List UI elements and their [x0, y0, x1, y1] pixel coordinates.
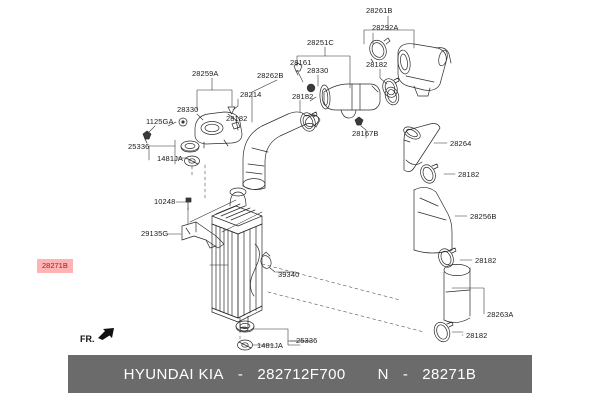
- callout-28182-right-lower: 28182: [466, 331, 488, 340]
- callout-28182-top-right: 28182: [366, 60, 388, 69]
- callout-28161: 28161: [290, 58, 312, 67]
- clamp-28182-mid-upper-ring: [300, 111, 318, 132]
- callout-29135g: 29135G: [141, 229, 169, 238]
- sensor-39340: [260, 251, 297, 273]
- callout-1481ja-upper: 1481JA: [157, 154, 184, 163]
- callout-28167b: 28167B: [352, 129, 379, 138]
- callout-28263a: 28263A: [487, 310, 514, 319]
- hose-28256b: [413, 187, 453, 254]
- leader-lines-28251c: [296, 46, 367, 139]
- leader-lines-right: [433, 142, 485, 336]
- front-direction-label: FR.: [80, 334, 95, 344]
- callout-1481ja-lower: 1481JA: [257, 341, 284, 350]
- banner-ref-separator: -: [402, 365, 409, 383]
- clamp-28182-right-of-hose: [384, 86, 400, 106]
- banner-brand: HYUNDAI KIA: [123, 365, 224, 383]
- stud-28330-lower: [178, 117, 188, 127]
- bolt-28161: [293, 62, 303, 76]
- callout-28330-lower: 28330: [177, 105, 199, 114]
- pipe-28264: [403, 123, 441, 172]
- pipe-28263a: [443, 264, 471, 323]
- callout-28256b: 28256B: [470, 212, 497, 221]
- callout-28251c: 28251C: [307, 38, 334, 47]
- clamp-28182-top-right: [382, 77, 400, 98]
- callout-28182-mid-upper: 28182: [292, 92, 314, 101]
- callout-28262b: 28262B: [257, 71, 284, 80]
- hose-28251c: [319, 83, 381, 119]
- callout-25336-upper: 25336: [128, 142, 150, 151]
- part-28214: [227, 106, 236, 115]
- part-28261b-elbow: [397, 43, 452, 97]
- bolt-1125ga: [142, 130, 152, 144]
- part-28271b-intercooler: [211, 187, 263, 332]
- callout-28271b-highlighted: 28271B: [37, 259, 73, 273]
- banner-ref-number: 28271B: [422, 365, 477, 383]
- callout-28292a: 28292A: [372, 23, 399, 32]
- front-direction-marker: FR.: [80, 327, 116, 344]
- callout-28182-right-upper: 28182: [458, 170, 480, 179]
- banner-ref-prefix: N: [377, 365, 389, 383]
- clamp-28182-right-lower: [433, 321, 454, 343]
- washer-1481ja-lower: [237, 339, 253, 351]
- callout-28330-upper: 28330: [307, 66, 329, 75]
- callout-28182-right-mid: 28182: [475, 256, 497, 265]
- assembly-guide-lines: [191, 164, 425, 341]
- leader-lines-lower-grommets: [252, 328, 313, 346]
- leader-lines-bracket: [166, 199, 263, 266]
- callout-28264: 28264: [450, 139, 472, 148]
- part-28259a-flange: [194, 111, 243, 149]
- washer-1481ja-upper: [184, 155, 200, 167]
- bolt-28167b: [354, 116, 364, 126]
- part-number-banner: HYUNDAI KIA - 282712F700 N - 28271B: [68, 355, 532, 393]
- bracket-29135g: [181, 221, 225, 249]
- callout-25336-lower: 25336: [296, 336, 318, 345]
- callout-1125ga: 1125GA: [146, 117, 174, 126]
- callout-28261b: 28261B: [366, 6, 393, 15]
- clamp-28292a: [369, 37, 391, 63]
- callout-28214: 28214: [240, 90, 262, 99]
- clamp-28182-right-mid: [438, 247, 457, 268]
- banner-separator: -: [237, 365, 244, 383]
- banner-part-number: 282712F700: [257, 365, 346, 383]
- callout-28259a: 28259A: [192, 69, 219, 78]
- callout-10248: 10248: [154, 197, 176, 206]
- grommet-25336-upper: [180, 140, 200, 153]
- front-direction-arrow-icon: [97, 328, 114, 340]
- leader-lines-top-right: [363, 15, 415, 85]
- grommet-25336-lower: [235, 320, 255, 333]
- callout-39340: 39340: [278, 270, 300, 279]
- clamp-28182-right-upper: [420, 163, 439, 184]
- leader-lines-28259a: [148, 77, 278, 165]
- bolt-10248: [185, 197, 192, 211]
- callout-28182-left: 28182: [226, 114, 248, 123]
- hose-28262b: [242, 111, 321, 190]
- stud-28330-upper: [306, 83, 316, 93]
